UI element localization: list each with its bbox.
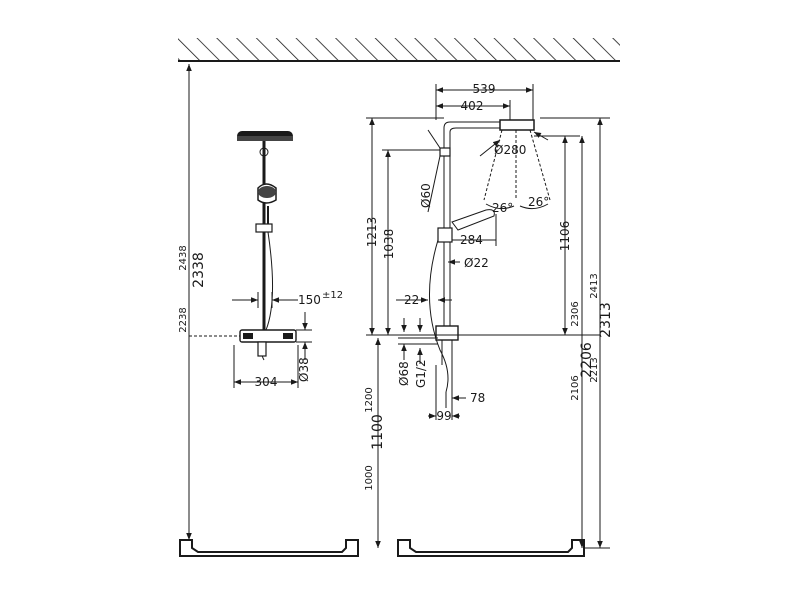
label-diam-60: Ø60 [419,183,433,208]
label-304: 304 [255,375,278,389]
label-2413: 2413 [589,273,600,298]
label-angle-left: 26° [492,201,513,215]
label-1106: 1106 [558,221,572,252]
label-diam-280: Ø280 [494,143,526,157]
left-dimensions [186,64,312,540]
left-shower-system [237,131,297,361]
ceiling [178,38,620,62]
label-539: 539 [473,82,496,96]
label-1000: 1000 [364,465,375,490]
right-shower-system [428,119,551,393]
label-2438: 2438 [178,245,189,270]
label-2213: 2213 [589,357,600,382]
label-2338: 2338 [191,252,207,288]
label-thread: G1/2 [414,359,428,388]
label-1200: 1200 [364,387,375,412]
label-284: 284 [460,233,483,247]
label-2306: 2306 [570,301,581,326]
shower-tray-left [179,539,359,557]
label-2313: 2313 [598,302,614,338]
label-diam-68: Ø68 [397,361,411,386]
label-1038: 1038 [382,229,396,260]
label-150-tolerance: ±12 [322,290,343,301]
label-99: 99 [436,409,451,423]
shower-tray-right [397,539,585,557]
label-diam-22: Ø22 [464,256,489,270]
label-1213: 1213 [365,217,379,248]
label-1100: 1100 [370,414,386,450]
label-78: 78 [470,391,485,405]
label-22: 22 [404,293,419,307]
label-2238: 2238 [178,307,189,332]
label-402: 402 [461,99,484,113]
label-2206: 2206 [579,342,595,378]
label-150: 150 [298,293,321,307]
right-dimensions [366,84,610,549]
label-diam-38: Ø38 [297,357,311,382]
label-angle-right: 26° [528,195,549,209]
label-2106: 2106 [570,375,581,400]
